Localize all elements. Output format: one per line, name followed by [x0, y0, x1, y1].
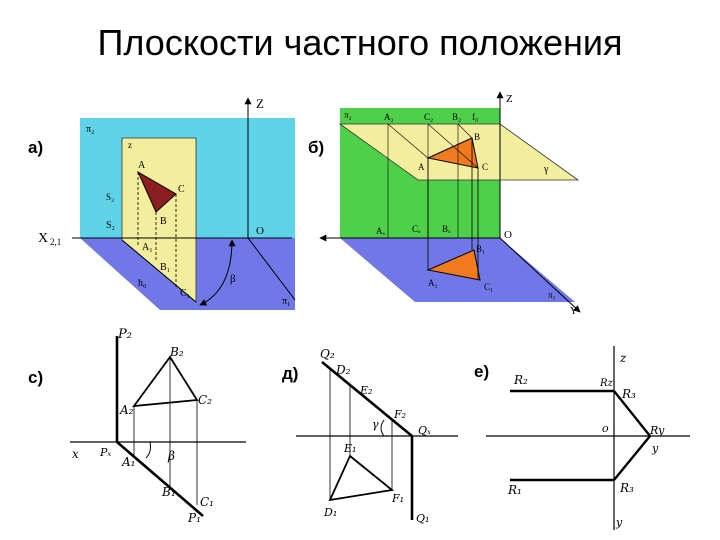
fig-b-triangle-bottom: [426, 249, 481, 281]
fig-c-label-A2: A₂: [119, 403, 134, 417]
fig-b-label-B: B: [474, 132, 480, 142]
fig-a-label-A1: A₁: [142, 242, 153, 253]
fig-d-label-gamma: γ: [372, 418, 379, 431]
fig-a-label-B: B: [160, 216, 167, 227]
fig-b-label-C: C: [482, 162, 488, 172]
fig-c-label-P1: P₁: [187, 511, 201, 525]
fig-d-label-Q2: Q₂: [320, 347, 335, 361]
figure-b: Z O Y π₂ π₁ γ f₀ A₂ C₂ B₂ A B C Aₓ Cₓ Bₓ…: [319, 91, 581, 317]
fig-c-label-beta: β: [167, 449, 175, 463]
fig-e-trace-r3-lower: [613, 435, 651, 481]
fig-e-label-Rz: Rz: [599, 378, 614, 389]
fig-a-label-z-small: z: [128, 140, 132, 150]
fig-a-y-axis: [247, 237, 296, 301]
fig-a-label-o: O: [256, 225, 264, 237]
fig-e-label-o: o: [602, 422, 609, 435]
panel-label-d: д): [282, 364, 299, 383]
fig-d-angle-arc: [380, 419, 385, 437]
fig-b-link-b2: [457, 123, 473, 139]
fig-e-label-R3: R₃: [621, 387, 636, 401]
fig-a-label-h0: h₀: [138, 278, 147, 289]
fig-a-label-C: C: [178, 184, 185, 195]
fig-d-label-E2: E₂: [359, 384, 372, 397]
fig-a-trace-h0: [121, 239, 197, 303]
fig-d-label-D2: D₂: [335, 363, 351, 377]
fig-a-angle-arc: [199, 239, 236, 306]
panel-label-a: а): [28, 138, 44, 157]
fig-c-label-C1: C₁: [200, 495, 214, 509]
fig-a-label-beta: β: [230, 273, 236, 285]
fig-b-label-z: Z: [506, 93, 513, 105]
fig-c-label-B2: B₂: [169, 345, 184, 359]
fig-b-label-Ax: Aₓ: [376, 226, 385, 236]
fig-c-label-A1: A₁: [121, 455, 135, 469]
fig-c-label-x: x: [72, 447, 79, 461]
fig-e-label-y2: y: [615, 516, 623, 529]
fig-d-label-F2: F₂: [393, 408, 406, 421]
fig-b-label-B1: B₁: [476, 244, 485, 254]
fig-b-label-A2: A₂: [384, 112, 394, 122]
fig-a-triangle: [136, 170, 177, 213]
fig-b-label-y: Y: [570, 306, 577, 317]
fig-b-label-Cx: Cₓ: [412, 224, 421, 234]
fig-a-label-B1: B₁: [160, 262, 170, 273]
fig-b-label-C1: C₁: [484, 282, 493, 292]
panel-label-e: е): [474, 362, 490, 381]
fig-a-label-x: X: [38, 231, 48, 246]
fig-b-label-pi1: π₁: [548, 290, 556, 300]
fig-e-label-z: z: [619, 351, 627, 365]
panel-label-b: б): [308, 138, 325, 157]
fig-b-label-Bx: Bₓ: [442, 224, 451, 234]
fig-a-label-pi1: π₁: [282, 296, 291, 307]
figure-a: Z X 2,1 O π₂ π₁ z A C B A₁ B₁ C₁ S₂ S₂ h…: [38, 96, 296, 310]
fig-b-link-c2: [427, 123, 479, 169]
fig-b-label-gamma: γ: [543, 164, 549, 175]
figure-d: Q₂ D₂ E₂ γ F₂ Qₓ E₁ F₁ D₁ Q₁: [296, 347, 458, 525]
fig-a-label-A: A: [138, 160, 146, 171]
fig-e-label-y: y: [651, 442, 659, 455]
fig-c-label-Px: Pₓ: [99, 446, 111, 459]
slide-title: Плоскости частного положения: [97, 22, 623, 63]
figure-e: z R₂ Rz R₃ o Ry y R₁ R₃ y: [486, 346, 690, 530]
fig-b-y-axis: [499, 237, 581, 313]
fig-b-label-pi2: π₂: [344, 110, 352, 120]
fig-b-label-C2: C₂: [424, 112, 433, 122]
fig-c-label-P2: P₂: [117, 327, 132, 342]
fig-d-label-F1: F₁: [391, 492, 404, 505]
fig-b-label-B2: B₂: [452, 112, 461, 122]
fig-e-label-R1: R₁: [507, 483, 522, 497]
fig-d-label-D1: D₁: [323, 506, 337, 519]
fig-c-label-B1: B₁: [161, 485, 176, 499]
fig-a-label-S2x: S₂: [106, 220, 115, 231]
fig-b-label-A: A: [418, 162, 425, 172]
fig-b-label-A1: A₁: [428, 278, 438, 288]
fig-e-trace-r3-upper: [613, 390, 651, 437]
fig-d-trace-q2: [321, 360, 413, 438]
fig-d-label-Qx: Qₓ: [418, 424, 431, 437]
figure-c: P₂ B₂ C₂ A₂ x Pₓ A₁ β B₁ C₁ P₁: [70, 327, 246, 525]
fig-b-triangle-top: [426, 137, 479, 169]
fig-b-label-f0: f₀: [472, 112, 478, 122]
fig-e-label-Ry: Ry: [649, 424, 665, 437]
fig-a-label-pi2: π₂: [86, 124, 95, 135]
fig-a-label-C1: C₁: [180, 288, 190, 299]
fig-c-triangle: [132, 355, 199, 408]
fig-c-label-C2: C₂: [198, 393, 212, 407]
fig-a-label-S2: S₂: [106, 192, 114, 202]
fig-a-label-z: Z: [256, 96, 264, 111]
fig-d-label-Q1: Q₁: [416, 512, 429, 525]
fig-e-label-R3b: R₃: [619, 481, 634, 495]
fig-d-label-E1: E₁: [343, 442, 356, 455]
panel-label-c: с): [28, 368, 44, 387]
fig-a-label-x-sub: 2,1: [50, 237, 61, 247]
fig-b-link-a2: [387, 123, 429, 159]
fig-b-label-o: O: [504, 229, 512, 241]
fig-c-trace-p1: [116, 441, 204, 517]
fig-c-angle-arc: [145, 441, 151, 459]
fig-e-label-R2: R₂: [513, 373, 528, 387]
fig-d-triangle: [328, 454, 395, 502]
